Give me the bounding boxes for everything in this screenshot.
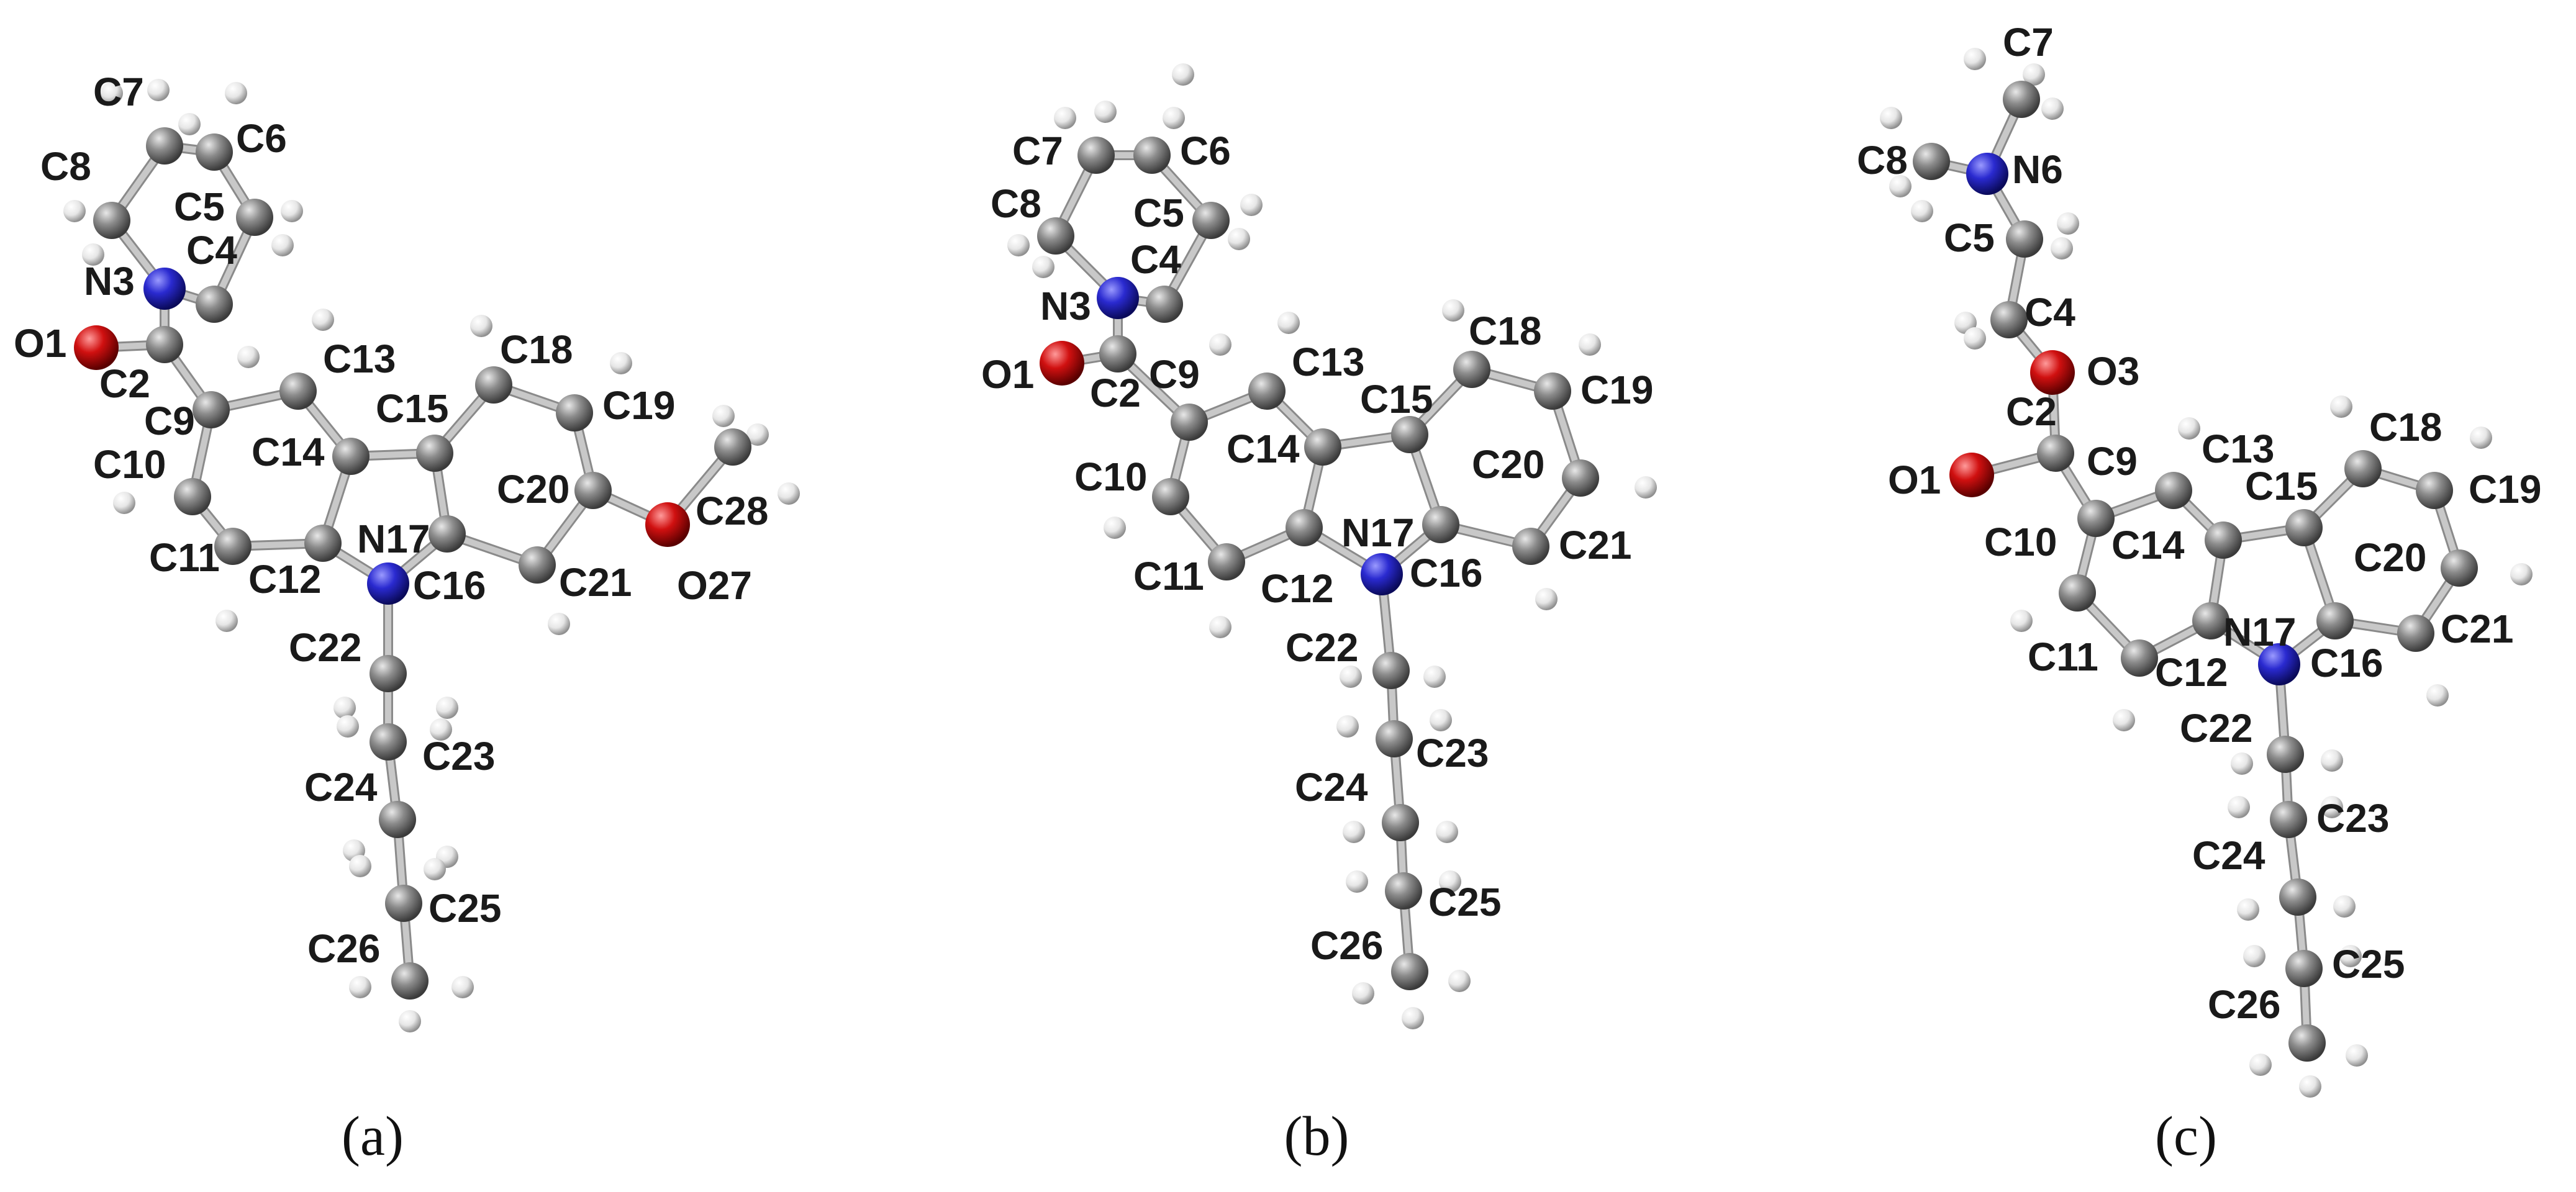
panel-c-atom-labels: C7 C8 N6 C5 C4 C2 O3 O1 C13 C18 C9 C15 C… [1857,20,2541,1027]
atom-label-c16: C16 [2310,641,2383,685]
atom-label-n3: N3 [84,259,135,304]
atom-label-c21: C21 [2441,607,2513,651]
panel-c: C7 C8 N6 C5 C4 C2 O3 O1 C13 C18 C9 C15 C… [1857,20,2541,1167]
atom-label-c26: C26 [2208,982,2280,1027]
atom-label-c18: C18 [1469,309,1541,353]
atom-label-c25: C25 [429,886,501,931]
atom-label-c5: C5 [1133,191,1184,235]
atom-label-c15: C15 [2245,464,2318,508]
panel-b-caption: (b) [1284,1106,1349,1167]
atom-label-o27: O27 [677,563,752,608]
atom-label-c20: C20 [2354,535,2426,580]
atom-label-c24: C24 [2192,833,2265,878]
panel-a: C7 C6 C8 C5 C4 N3 O1 C2 C13 C18 C19 C9 C… [14,70,800,1167]
panel-a-atom-labels: C7 C6 C8 C5 C4 N3 O1 C2 C13 C18 C19 C9 C… [14,70,768,971]
atom-label-c10: C10 [1074,454,1147,499]
panel-b: C7 C6 C8 C5 C4 N3 O1 C2 C9 C13 C18 C15 C… [981,63,1657,1167]
panel-a-heavy-atoms [74,127,751,1000]
atom-label-c7: C7 [2003,20,2054,65]
atom-label-c22: C22 [2180,706,2252,751]
atom-label-c13: C13 [2202,427,2274,471]
atom-label-c22: C22 [1286,625,1358,670]
atom-label-c15: C15 [376,386,448,431]
atom-label-c5: C5 [1944,215,1995,260]
atom-label-c14: C14 [252,430,325,474]
atom-label-c23: C23 [1416,731,1489,775]
atom-label-c2: C2 [99,361,150,406]
atom-label-c18: C18 [500,327,573,372]
atom-label-c12: C12 [248,557,321,602]
atom-label-c26: C26 [1310,923,1383,968]
atom-label-n17: N17 [2223,610,2296,654]
atom-label-c18: C18 [2369,405,2442,449]
atom-label-n17: N17 [1341,510,1414,555]
atom-label-c11: C11 [1133,554,1204,598]
atom-label-c2: C2 [1090,371,1141,415]
atom-label-c9: C9 [1149,352,1200,397]
atom-label-c2: C2 [2006,389,2057,434]
atom-label-c4: C4 [1130,237,1181,282]
atom-label-c13: C13 [1292,340,1364,384]
panel-b-heavy-atoms [1037,137,1599,990]
atom-label-c24: C24 [1295,765,1368,810]
panel-b-atom-labels: C7 C6 C8 C5 C4 N3 O1 C2 C9 C13 C18 C15 C… [981,129,1653,968]
atom-label-c25: C25 [2332,942,2405,987]
atom-label-c25: C25 [1428,880,1501,924]
atom-label-o3: O3 [2087,349,2139,394]
atom-label-c11: C11 [2028,634,2098,679]
atom-label-c12: C12 [1261,566,1333,611]
atom-label-c21: C21 [1559,523,1631,567]
atom-label-c20: C20 [1472,442,1544,487]
atom-label-c8: C8 [991,181,1041,226]
atom-label-c12: C12 [2155,650,2228,695]
atom-label-c10: C10 [93,442,166,487]
atom-label-c13: C13 [323,336,396,381]
atom-label-o1: O1 [981,352,1034,397]
atom-label-c11: C11 [149,535,220,580]
atom-label-c7: C7 [1012,129,1063,173]
atom-label-c23: C23 [2316,796,2389,841]
atom-label-o1: O1 [1888,458,1941,502]
atom-label-c9: C9 [144,399,195,443]
atom-label-c14: C14 [1227,427,1300,471]
atom-label-n3: N3 [1040,284,1091,328]
atom-label-c10: C10 [1984,520,2057,564]
atom-label-c4: C4 [186,228,237,273]
atom-label-c7: C7 [93,70,144,114]
atom-label-c23: C23 [422,734,495,779]
atom-label-n6: N6 [2012,147,2063,192]
atom-label-c19: C19 [2469,467,2541,512]
atom-label-c14: C14 [2111,523,2185,567]
atom-label-c16: C16 [413,563,486,608]
atom-label-c26: C26 [307,926,380,971]
panel-c-heavy-atoms [1913,81,2478,1062]
atom-label-c6: C6 [1180,129,1231,173]
atom-label-c8: C8 [40,144,91,189]
atom-label-c16: C16 [1410,551,1482,595]
atom-label-c6: C6 [236,116,287,161]
atom-label-c8: C8 [1857,138,1908,183]
atom-label-n17: N17 [357,517,430,561]
atom-label-c20: C20 [497,467,569,512]
panel-c-caption: (c) [2155,1106,2217,1167]
panel-a-hydrogens [63,79,800,1032]
atom-label-c15: C15 [1360,377,1433,422]
panel-c-hydrogens [1880,48,2533,1098]
atom-label-c21: C21 [559,560,632,605]
atom-label-c28: C28 [696,489,768,533]
atom-label-c5: C5 [174,184,225,229]
atom-label-c19: C19 [602,383,675,428]
atom-label-o1: O1 [14,321,66,366]
atom-label-c4: C4 [2025,290,2075,335]
atom-label-c19: C19 [1581,368,1653,412]
atom-label-c24: C24 [304,765,378,810]
panel-a-caption: (a) [342,1106,404,1167]
atom-label-c9: C9 [2087,439,2138,484]
panel-b-hydrogens [1007,63,1657,1029]
atom-label-c22: C22 [289,625,361,670]
